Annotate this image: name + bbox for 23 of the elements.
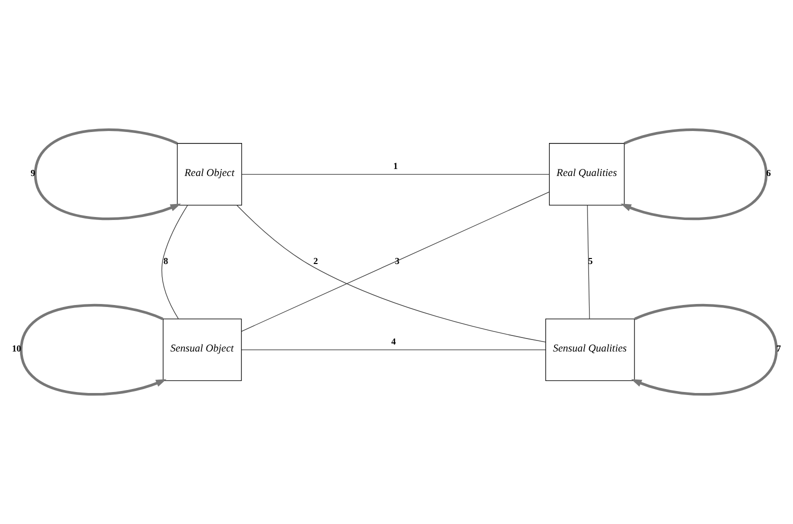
node-box: Sensual Object bbox=[162, 318, 242, 382]
arrow bbox=[34, 128, 181, 220]
arrow bbox=[620, 128, 768, 220]
connector bbox=[241, 349, 546, 350]
edge-label: 10 bbox=[12, 344, 22, 354]
connector bbox=[236, 204, 546, 342]
edge-label: 6 bbox=[766, 168, 771, 178]
edge-label: 9 bbox=[30, 168, 36, 178]
connector bbox=[241, 192, 550, 332]
connector bbox=[162, 205, 188, 320]
edge-label: 8 bbox=[163, 256, 168, 266]
edge-label: 2 bbox=[313, 256, 318, 266]
edge-label: 7 bbox=[776, 344, 782, 354]
node-box: Real Qualities bbox=[549, 143, 625, 206]
node-box: Real Object bbox=[176, 143, 242, 206]
edge-label: 4 bbox=[391, 336, 396, 347]
edge-label: 5 bbox=[588, 256, 593, 266]
node-box: Sensual Qualities bbox=[545, 318, 635, 382]
connector bbox=[242, 174, 550, 175]
edge-label: 1 bbox=[393, 161, 398, 172]
arrow bbox=[631, 304, 778, 396]
arrow bbox=[20, 304, 166, 396]
connector bbox=[587, 204, 590, 320]
